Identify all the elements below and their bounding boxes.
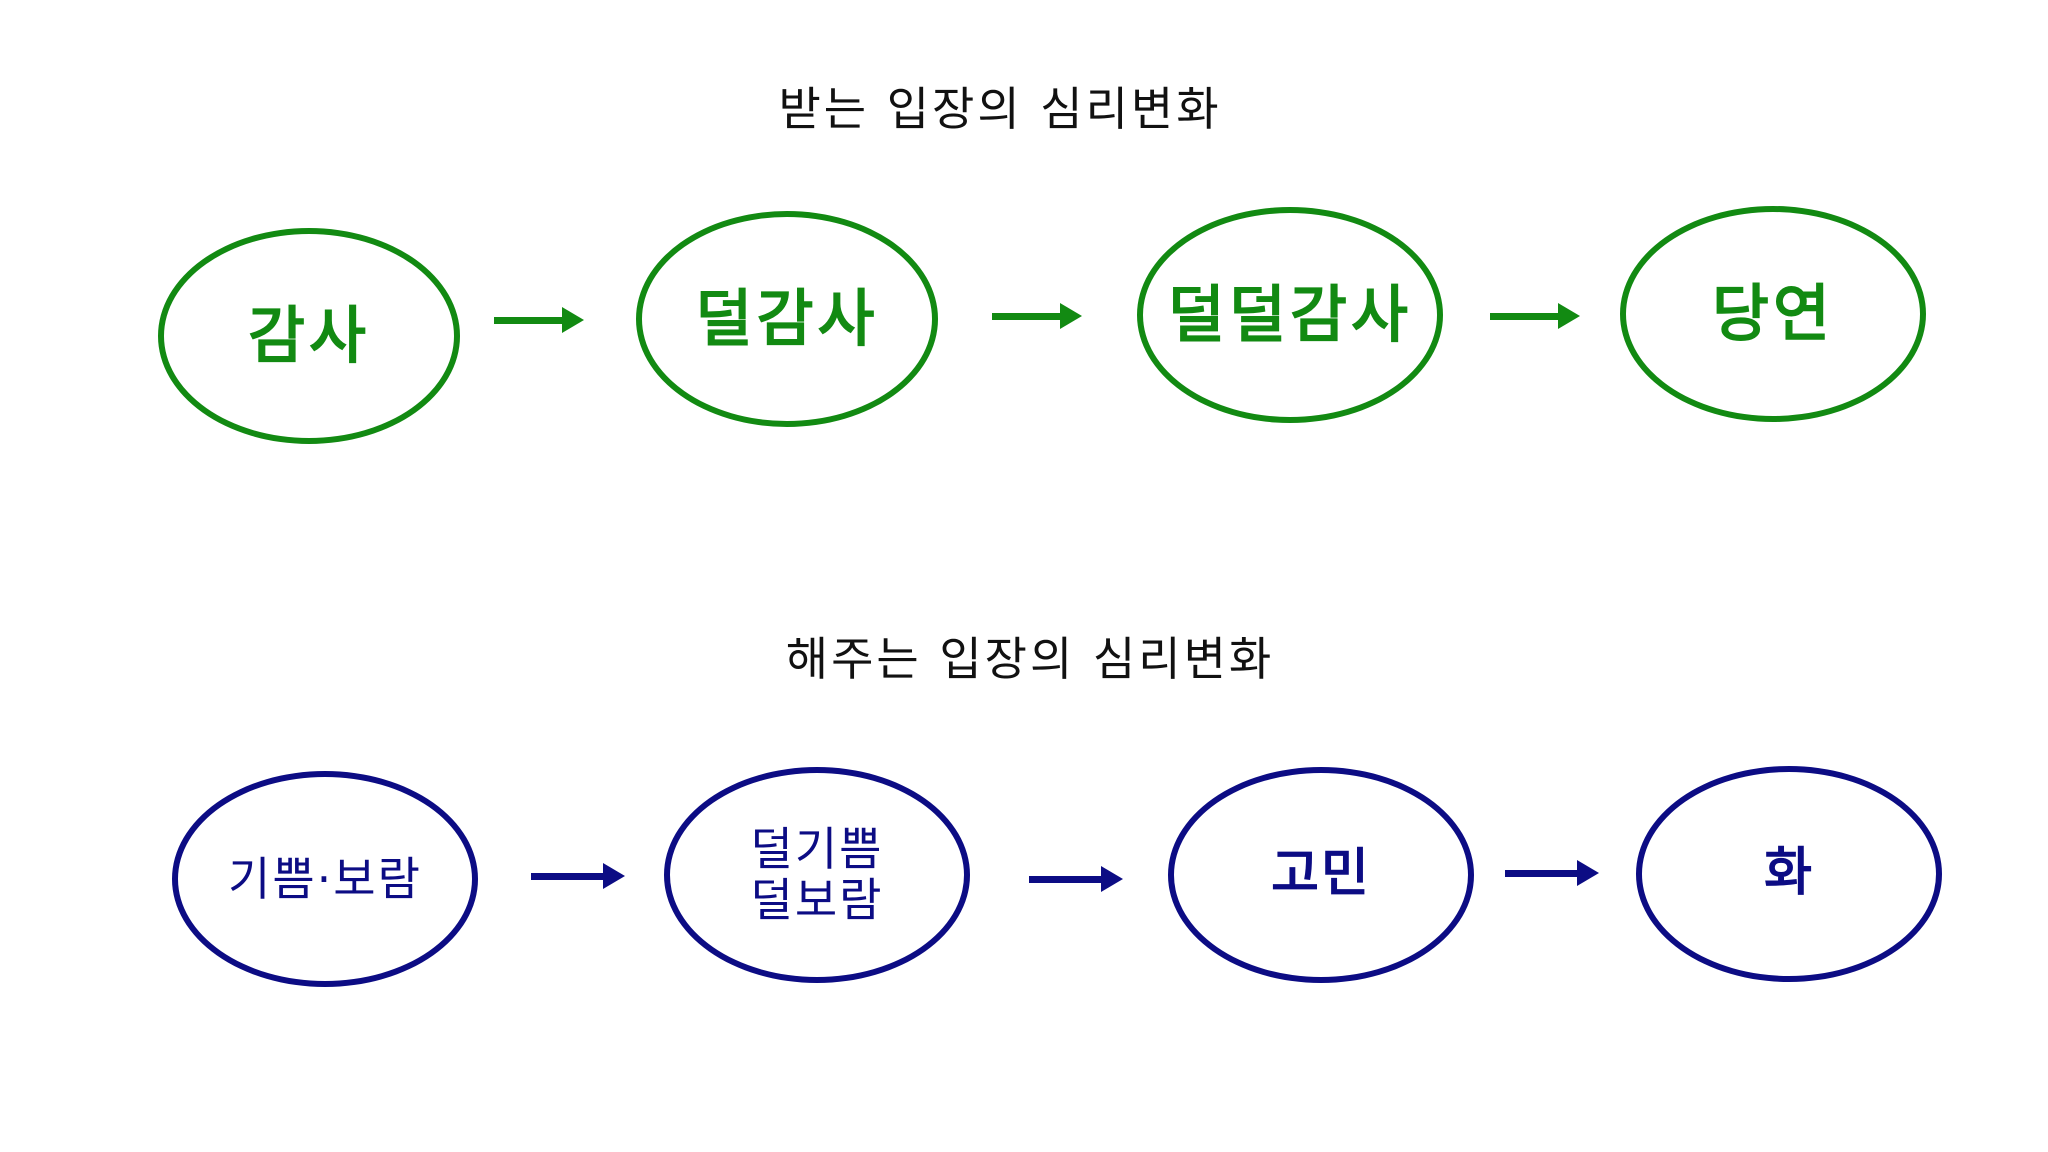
giving-step-4: 화 (1636, 766, 1942, 982)
giving-step-3: 고민 (1168, 767, 1474, 983)
receiving-step-2-label: 덜감사 (695, 281, 879, 355)
receiving-step-3-label: 덜덜감사 (1167, 277, 1413, 351)
giving-step-2-label: 덜기쁨 덜보람 (750, 822, 884, 927)
receiving-step-3: 덜덜감사 (1137, 207, 1443, 423)
giving-step-1-label: 기쁨·보람 (228, 851, 422, 906)
right-arrow-icon (1505, 860, 1599, 886)
receiving-step-1-label: 감사 (247, 298, 371, 372)
giving-title: 해주는 입장의 심리변화 (785, 632, 1275, 686)
right-arrow-icon (1490, 303, 1580, 329)
receiving-title: 받는 입장의 심리변화 (778, 82, 1222, 136)
receiving-step-4-label: 당연 (1711, 276, 1835, 350)
receiving-step-1: 감사 (158, 228, 460, 444)
receiving-step-4: 당연 (1620, 206, 1926, 422)
giving-step-2: 덜기쁨 덜보람 (664, 767, 970, 983)
giving-step-3-label: 고민 (1271, 844, 1371, 905)
receiving-step-2: 덜감사 (636, 211, 938, 427)
right-arrow-icon (531, 863, 625, 889)
giving-step-1: 기쁨·보람 (172, 771, 478, 987)
right-arrow-icon (992, 303, 1082, 329)
right-arrow-icon (1029, 866, 1123, 892)
giving-step-4-label: 화 (1764, 843, 1814, 904)
right-arrow-icon (494, 307, 584, 333)
